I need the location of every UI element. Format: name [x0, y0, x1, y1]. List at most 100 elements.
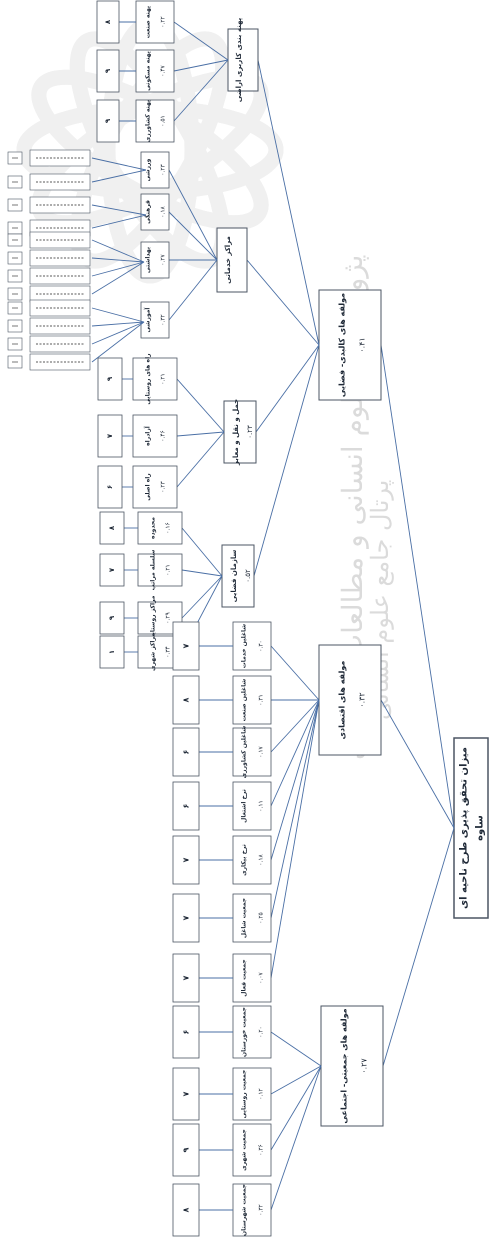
indicator-box	[232, 835, 272, 885]
indicator-value: ۰.۲۹	[165, 612, 172, 624]
indicator-label: مراکز روستایی	[150, 595, 157, 640]
score-box	[96, 49, 120, 93]
indicator-label: فرهنگی	[144, 200, 152, 224]
service-leaf-box	[29, 317, 91, 335]
indicator-score: ۷	[182, 643, 191, 648]
score-box	[172, 727, 200, 777]
subgroup-box	[221, 544, 255, 608]
indicator-label: جمعیت روستایی	[241, 1070, 248, 1119]
subgroup-box	[216, 227, 248, 293]
indicator-value: ۰.۳۰	[258, 640, 265, 652]
score-box	[99, 601, 125, 635]
connector-root-group	[382, 827, 455, 1067]
indicator-value: ۰.۳۲	[160, 314, 167, 326]
indicator-label: محدوده	[150, 517, 157, 539]
indicator-box	[135, 0, 175, 44]
group-label: مولفه های کالبدی- فضایی	[338, 293, 347, 397]
indicator-value: ۰.۲۳	[160, 163, 167, 175]
score-box	[96, 0, 120, 44]
indicator-label: پهنه صنعت	[145, 6, 152, 38]
subgroup-label: سازمان فضایی	[230, 550, 238, 603]
connector-subgroup-indicator	[173, 59, 229, 122]
indicator-box	[232, 1183, 272, 1237]
indicator-label: نرخ اشتغال	[241, 789, 248, 823]
indicator-score: ۹	[104, 68, 112, 73]
connector-group-indicator	[270, 645, 320, 701]
connector-subgroup-indicator	[173, 59, 229, 72]
score-box	[99, 511, 125, 545]
indicator-box	[132, 414, 178, 458]
score-box	[172, 835, 200, 885]
score-box	[172, 1067, 200, 1121]
indicator-value: ۰.۱۸	[258, 853, 265, 865]
indicator-label: پهنه مسکونی	[145, 51, 152, 91]
indicator-value: ۰.۲۷	[160, 253, 167, 265]
indicator-value: ۰.۲۵	[258, 912, 265, 924]
connector-service-leaf	[91, 261, 145, 295]
score-box	[172, 953, 200, 1003]
indicator-box	[137, 553, 183, 587]
indicator-label: سلسله مراتب	[150, 550, 157, 591]
indicator-label: راه اصلی	[145, 473, 152, 501]
service-leaf-box	[29, 149, 91, 167]
root-subtitle: ساوه	[475, 815, 486, 841]
connector-subgroup-indicator	[176, 378, 225, 433]
subgroup-value: ۰.۲۳	[246, 425, 254, 439]
connector-subgroup-indicator	[168, 169, 218, 261]
indicator-label: آموزشی	[143, 307, 152, 333]
indicator-value: ۰.۱۶	[165, 522, 172, 534]
score-box	[97, 414, 123, 458]
connector-subgroup-indicator	[181, 527, 223, 577]
indicator-value: ۰.۱۸	[160, 205, 167, 217]
connector-service-leaf	[91, 321, 145, 363]
score-box	[97, 357, 123, 401]
score-box	[172, 1183, 200, 1237]
indicator-box	[135, 49, 175, 93]
score-box	[99, 635, 125, 669]
connector-subgroup-indicator	[168, 211, 218, 261]
score-box	[96, 99, 120, 143]
score-box	[97, 465, 123, 509]
connector-subgroup-indicator	[173, 21, 229, 61]
indicator-label: بهداشتی	[145, 247, 152, 273]
connector-group-indicator	[270, 699, 320, 753]
connector-root-group	[380, 344, 455, 829]
group-box	[320, 1005, 384, 1127]
connector-service-leaf	[91, 321, 145, 327]
connector-subgroup-indicator	[181, 569, 223, 577]
indicator-box	[140, 301, 170, 339]
indicator-label: مراکز شهری	[150, 633, 157, 671]
indicator-box	[140, 193, 170, 231]
group-value: ۰.۳۲	[358, 692, 367, 707]
indicator-score: ۸	[182, 697, 191, 702]
indicator-value: ۰.۳۱	[258, 694, 265, 706]
indicator-box	[135, 99, 175, 143]
indicator-score: ۶	[182, 1029, 191, 1034]
root-title: میزان تحقق پذیری طرح ناحیه ای	[459, 747, 470, 909]
indicator-box	[232, 893, 272, 943]
indicator-label: پهنه کشاورزی	[145, 100, 152, 142]
connector-subgroup-indicator	[181, 575, 223, 619]
connector-service-leaf	[91, 214, 147, 229]
indicator-score: ۸	[104, 19, 112, 24]
indicator-value: ۰.۳۲	[258, 1204, 265, 1216]
indicator-box	[232, 727, 272, 777]
subgroup-label: پهنه بندی کاربری اراضی	[235, 17, 243, 102]
indicator-label: جمعیت شهرستان	[241, 1184, 248, 1236]
indicator-score: ۹	[182, 1147, 191, 1152]
indicator-box	[232, 953, 272, 1003]
indicator-value: ۰.۳۴	[165, 646, 172, 658]
indicator-value: ۰.۰۷	[258, 971, 265, 983]
indicator-score: ۷	[106, 433, 114, 438]
connector-service-leaf	[91, 169, 147, 183]
indicator-score: ۷	[182, 915, 191, 920]
root-box	[453, 737, 489, 919]
indicator-value: ۰.۲۲	[160, 16, 167, 28]
indicator-value: ۰.۲۱	[165, 564, 172, 576]
connector-group-indicator	[270, 1065, 322, 1095]
service-leaf-box	[29, 231, 91, 249]
service-leaf-box	[29, 353, 91, 371]
indicator-score: ۷	[182, 975, 191, 980]
connector-service-leaf	[91, 204, 147, 216]
connector-service-leaf	[91, 257, 145, 263]
